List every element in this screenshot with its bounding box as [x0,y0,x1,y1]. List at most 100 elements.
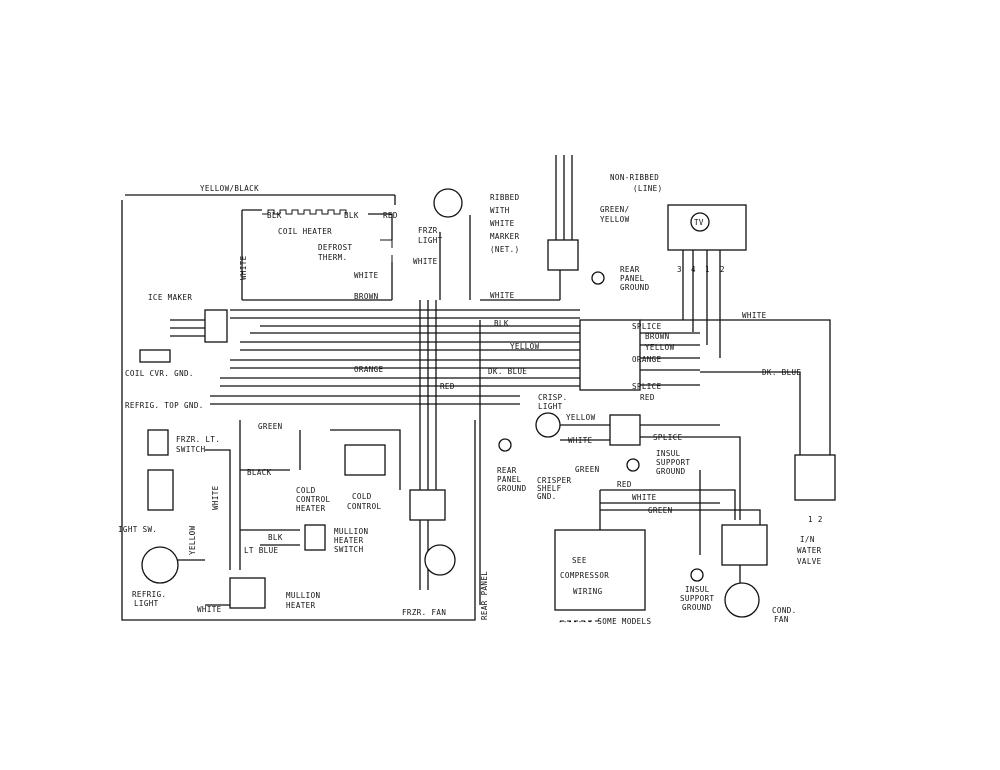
rear-panel-ground-top-icon [591,271,605,285]
label-rear-panel-ground-mid-3: GROUND [497,484,527,493]
label-white-right: WHITE [742,311,767,320]
label-defrost-therm-2: THERM. [318,253,348,262]
label-refrig-light-2: LIGHT [134,599,159,608]
label-rear-panel-vert: REAR PANEL [480,571,489,620]
label-red-right: RED [640,393,655,402]
label-ribbed-5: (NET.) [490,245,520,254]
label-white-crisp: WHITE [568,436,593,445]
label-ribbed-1: RIBBED [490,193,520,202]
label-see-compressor-2: COMPRESSOR [560,571,609,580]
compressor-box [554,529,646,611]
label-water-valve-3: VALVE [797,557,822,566]
label-cond-fan-2: FAN [774,615,789,624]
label-yellow-crisp: YELLOW [566,413,596,422]
label-blk-left: BLK [267,211,282,220]
label-term-4: 4 [691,265,696,274]
crisp-light-bulb-icon [535,412,561,438]
label-crisper-shelf-gnd-2: SHELF [537,484,562,493]
wires [121,155,831,621]
label-rear-panel-ground-mid-1: REAR [497,466,517,475]
label-blk-right: BLK [344,211,359,220]
label-valve-terminals: 1 2 [808,515,823,524]
label-crisper-shelf-gnd-1: CRISPER [537,476,571,485]
label-white-left-vert: WHITE [211,485,220,510]
label-water-valve-2: WATER [797,546,822,555]
label-light-sw: IGHT SW. [118,525,157,534]
cold-control-box [344,444,386,476]
label-yellow-black: YELLOW/BLACK [200,184,259,193]
ice-maker-connector [204,309,228,343]
label-crisper-shelf-gnd-3: GND. [537,492,557,501]
label-mullion-heater-switch-1: MULLION [334,527,368,536]
crisp-light-socket [609,414,641,446]
label-rear-panel-ground-top-3: GROUND [620,283,650,292]
label-orange-right: ORANGE [632,355,662,364]
label-mullion-heater-switch-2: HEATER [334,536,364,545]
label-see-compressor-1: SEE [572,556,587,565]
label-coil-cvr-gnd: COIL CVR. GND. [125,369,194,378]
label-white-frzr-light: WHITE [413,257,438,266]
frzr-fan-connector [409,489,446,521]
label-non-ribbed-1: NON-RIBBED [610,173,659,182]
label-cold-control-2: CONTROL [347,502,381,511]
label-cold-control-1: COLD [352,492,372,501]
frzr-lt-switch-icon [147,429,169,456]
label-dk-blue-right: DK. BLUE [762,368,801,377]
label-mullion-heater-2: HEATER [286,601,316,610]
label-insul-support-ground-top-2: SUPPORT [656,458,690,467]
label-red-lower-right: RED [617,480,632,489]
label-yellow-right: YELLOW [645,343,675,352]
label-green-yellow-1: GREEN/ [600,205,630,214]
label-cond-fan-1: COND. [772,606,797,615]
label-frzr-fan: FRZR. FAN [402,608,446,617]
mullion-heater-connector [229,577,266,609]
label-ribbed-4: MARKER [490,232,520,241]
label-cold-control-heater-1: COLD [296,486,316,495]
label-refrig-light-1: REFRIG. [132,590,166,599]
label-term-1: 1 [705,265,710,274]
label-white-lower-right: WHITE [632,493,657,502]
label-frzr-light-2: LIGHT [418,236,443,245]
light-switch-icon [147,469,174,511]
label-see-compressor-3: WIRING [573,587,603,596]
label-orange-mid: ORANGE [354,365,384,374]
label-cold-control-heater-3: HEATER [296,504,326,513]
label-insul-support-ground-top-3: GROUND [656,467,686,476]
label-white-bottom: WHITE [197,605,222,614]
label-rear-panel-ground-mid-2: PANEL [497,475,522,484]
label-some-models: ------- SOME MODELS [558,617,651,626]
label-crisp-light-1: CRISP. [538,393,568,402]
label-splice-2: SPLICE [632,382,662,391]
label-brown-right: BROWN [645,332,670,341]
label-frzr-light-1: FRZR. [418,226,443,235]
label-tv-circle: TV [694,218,704,227]
label-water-valve-1: I/N [800,535,815,544]
label-green-yellow-2: YELLOW [600,215,630,224]
insul-support-ground-bot-icon [690,568,704,582]
label-green-left: GREEN [258,422,283,431]
label-rear-panel-ground-top-1: REAR [620,265,640,274]
mullion-heater-switch [304,524,326,551]
frzr-light-bulb-icon [433,188,463,218]
power-cord-connector [547,239,579,271]
label-insul-support-ground-bot-1: INSUL [685,585,710,594]
label-green-crisper: GREEN [575,465,600,474]
label-cold-control-heater-2: CONTROL [296,495,330,504]
label-ribbed-2: WITH [490,206,510,215]
label-frzr-lt-switch-2: SWITCH [176,445,206,454]
water-valve-box [794,454,836,501]
label-blk-mid: BLK [494,319,509,328]
cond-fan-motor-icon [724,582,760,618]
label-rear-panel-ground-top-2: PANEL [620,274,645,283]
label-defrost-therm-1: DEFROST [318,243,352,252]
label-dk-blue-mid: DK. BLUE [488,367,527,376]
label-insul-support-ground-bot-2: SUPPORT [680,594,714,603]
label-non-ribbed-2: (LINE) [633,184,663,193]
cond-fan-connector [721,524,768,566]
label-green-lower-right: GREEN [648,506,673,515]
label-brown-top: BROWN [354,292,379,301]
refrig-light-bulb-icon [141,546,179,584]
label-mullion-heater-switch-3: SWITCH [334,545,364,554]
label-white-mid: WHITE [490,291,515,300]
